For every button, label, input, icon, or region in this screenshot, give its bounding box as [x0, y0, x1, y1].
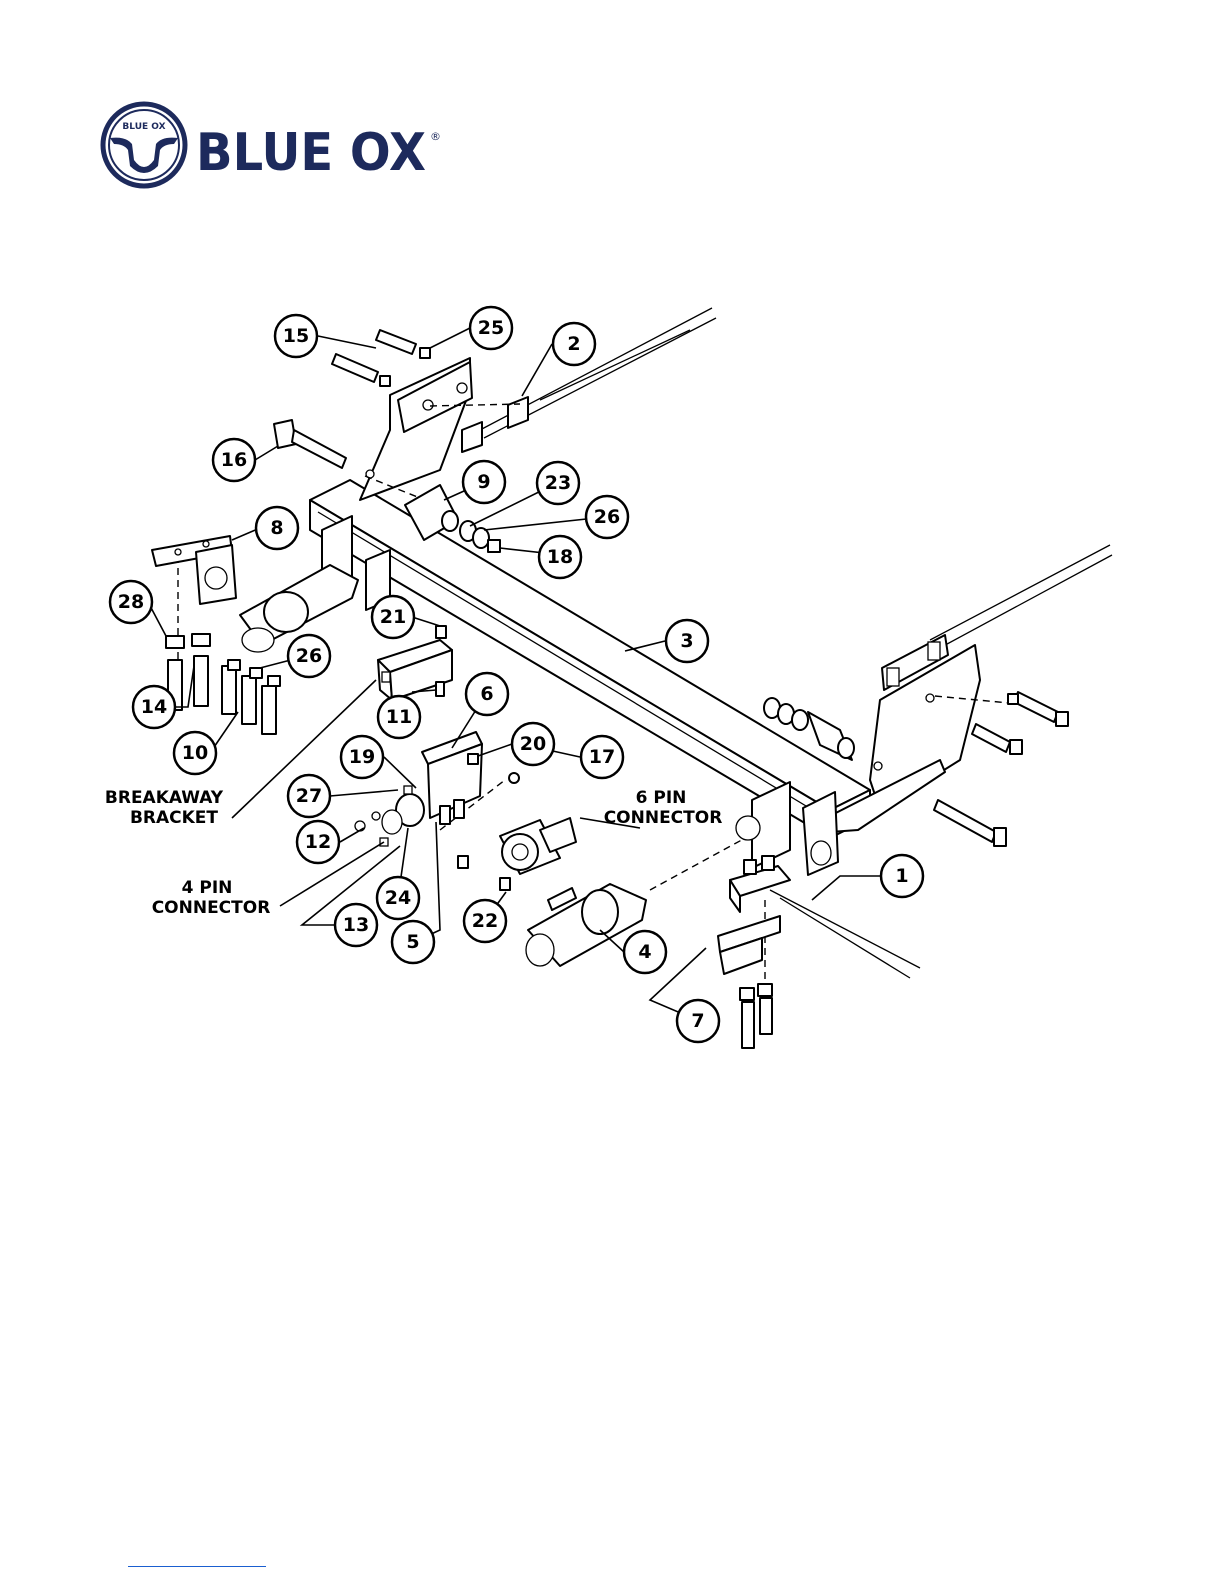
callout-number: 8 — [270, 517, 283, 539]
callout-28: 28 — [110, 581, 152, 623]
callout-16: 16 — [213, 439, 255, 481]
callout-number: 17 — [589, 746, 615, 768]
label-six-pin-connector: 6 PIN CONNECTOR — [604, 788, 723, 828]
bracket-7 — [718, 856, 790, 1048]
six-pin-label-line2: CONNECTOR — [604, 808, 723, 828]
callout-number: 9 — [477, 471, 490, 493]
callout-7: 7 — [677, 1000, 719, 1042]
callout-1: 1 — [881, 855, 923, 897]
callout-number: 12 — [305, 831, 331, 853]
callout-number: 27 — [296, 785, 322, 807]
label-breakaway-bracket: BREAKAWAY BRACKET — [105, 788, 224, 828]
callout-4: 4 — [624, 931, 666, 973]
callout-26-lower: 26 — [288, 635, 330, 677]
callout-number: 22 — [472, 910, 498, 932]
callout-24: 24 — [377, 877, 419, 919]
callout-15: 15 — [275, 315, 317, 357]
bolt-16 — [274, 420, 346, 468]
callout-9: 9 — [463, 461, 505, 503]
callout-18: 18 — [539, 536, 581, 578]
callout-20: 20 — [512, 723, 554, 765]
callout-8: 8 — [256, 507, 298, 549]
bracket-8 — [152, 536, 236, 604]
callout-23: 23 — [537, 462, 579, 504]
callout-number: 6 — [480, 683, 493, 705]
callout-10: 10 — [174, 732, 216, 774]
six-pin-connector — [458, 818, 576, 890]
callout-21: 21 — [372, 596, 414, 638]
callout-number: 11 — [386, 706, 412, 728]
right-bracket — [803, 635, 980, 875]
callout-number: 16 — [221, 449, 247, 471]
breakaway-label-line1: BREAKAWAY — [105, 788, 224, 808]
wire-harness — [770, 890, 920, 978]
breakaway-label-line2: BRACKET — [130, 808, 218, 828]
callout-2: 2 — [553, 323, 595, 365]
callout-3: 3 — [666, 620, 708, 662]
callout-11: 11 — [378, 696, 420, 738]
callout-6: 6 — [466, 673, 508, 715]
callout-19: 19 — [341, 736, 383, 778]
six-pin-label-line1: 6 PIN — [636, 788, 687, 808]
callout-number: 3 — [680, 630, 693, 652]
callout-number: 23 — [545, 472, 571, 494]
callout-number: 18 — [547, 546, 573, 568]
four-pin-label-line2: CONNECTOR — [152, 898, 271, 918]
callout-25: 25 — [470, 307, 512, 349]
callout-27: 27 — [288, 775, 330, 817]
callout-number: 10 — [182, 742, 208, 764]
callout-number: 25 — [478, 317, 504, 339]
callout-number: 4 — [638, 941, 651, 963]
callout-number: 21 — [380, 606, 406, 628]
callout-13: 13 — [335, 904, 377, 946]
callout-5: 5 — [392, 921, 434, 963]
callout-17: 17 — [581, 736, 623, 778]
callout-number: 2 — [567, 333, 580, 355]
footer-link-underline[interactable] — [128, 1566, 266, 1567]
callout-number: 13 — [343, 914, 369, 936]
callout-number: 28 — [118, 591, 144, 613]
callout-22: 22 — [464, 900, 506, 942]
callout-number: 19 — [349, 746, 375, 768]
callout-26-upper: 26 — [586, 496, 628, 538]
callout-number: 1 — [895, 865, 908, 887]
callout-number: 26 — [296, 645, 322, 667]
callout-number: 26 — [594, 506, 620, 528]
callout-12: 12 — [297, 821, 339, 863]
callout-number: 24 — [385, 887, 411, 909]
callout-number: 15 — [283, 325, 309, 347]
callout-number: 5 — [406, 931, 419, 953]
bolts-15 — [332, 330, 430, 386]
callout-number: 20 — [520, 733, 546, 755]
callout-number: 7 — [691, 1010, 704, 1032]
four-pin-label-line1: 4 PIN — [182, 878, 233, 898]
callout-number: 14 — [141, 696, 167, 718]
callout-14: 14 — [133, 686, 175, 728]
label-four-pin-connector: 4 PIN CONNECTOR — [152, 878, 271, 918]
